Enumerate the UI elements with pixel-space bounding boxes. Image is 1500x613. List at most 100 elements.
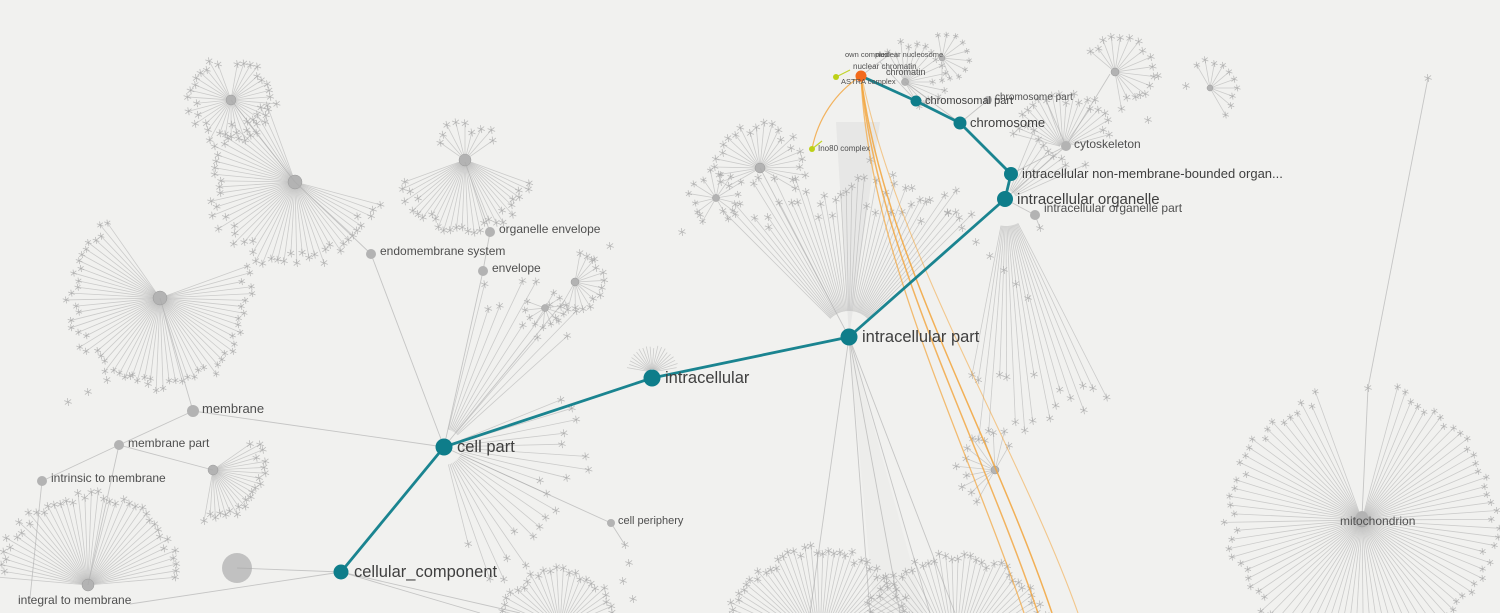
- node-label-cc[interactable]: cellular_component: [354, 563, 498, 581]
- leaf-star: [935, 94, 942, 100]
- graph-node-iop[interactable]: [1030, 210, 1040, 220]
- graph-node-inmbo[interactable]: [1004, 167, 1018, 181]
- fan-spoke: [943, 35, 957, 56]
- leaf-star: [1030, 371, 1038, 378]
- graph-node-chromatin[interactable]: [855, 70, 867, 82]
- fan-spoke: [136, 300, 160, 381]
- cluster-hub-node[interactable]: [1110, 67, 1120, 77]
- graph-node-cc[interactable]: [333, 564, 349, 580]
- fan-spoke: [820, 204, 844, 312]
- graph-node-memp[interactable]: [114, 440, 124, 450]
- fan-spoke: [546, 309, 559, 322]
- fan-spoke: [562, 572, 570, 613]
- fan-spoke: [73, 272, 158, 298]
- leaf-star: [70, 270, 77, 276]
- leaf-star: [1058, 155, 1066, 162]
- node-label-cp[interactable]: cell part: [457, 438, 515, 456]
- fan-spoke: [461, 419, 577, 444]
- cluster-hub-node[interactable]: [712, 194, 720, 202]
- cluster-hub-node[interactable]: [541, 304, 549, 312]
- leaf-star: [246, 441, 254, 447]
- node-label-inmbo[interactable]: intracellular non-membrane-bounded organ…: [1022, 166, 1283, 181]
- fan-spoke: [761, 139, 782, 166]
- graph-node-astra[interactable]: [833, 74, 839, 80]
- fan-spoke: [90, 538, 168, 584]
- fan-spoke: [113, 300, 159, 371]
- graph-node-ic[interactable]: [643, 369, 661, 387]
- fan-spoke: [1228, 520, 1360, 550]
- fan-spoke: [1260, 521, 1361, 612]
- leaf-star: [506, 589, 514, 596]
- node-label-chrom[interactable]: chromosome: [970, 115, 1045, 130]
- tree-edge: [159, 297, 194, 412]
- leaf-star: [139, 504, 146, 511]
- leaf-star: [1269, 419, 1276, 425]
- leaf-star: [222, 512, 229, 518]
- node-label-chrpart[interactable]: chromosomal part: [925, 95, 1013, 107]
- fan-cluster: [935, 31, 973, 84]
- graph-node-orgenv[interactable]: [485, 227, 495, 237]
- graph-node-chrom[interactable]: [953, 116, 967, 130]
- fan-spoke: [547, 304, 567, 308]
- fan-cluster: [726, 541, 913, 613]
- graph-node-chrparts2[interactable]: [984, 96, 992, 104]
- fan-spoke: [830, 551, 853, 613]
- node-label-ic[interactable]: intracellular: [665, 369, 750, 387]
- graph-node-intr[interactable]: [37, 476, 47, 486]
- leaf-star: [75, 309, 82, 315]
- graph-node-cp[interactable]: [435, 438, 453, 456]
- fan-spoke: [160, 300, 195, 378]
- fan-spoke: [523, 587, 548, 613]
- graph-node-endo[interactable]: [366, 249, 376, 259]
- leaf-star: [807, 542, 815, 549]
- fan-spoke: [1010, 225, 1051, 419]
- fan-spoke: [849, 577, 885, 613]
- leaf-star: [692, 200, 699, 206]
- leaf-star: [696, 212, 704, 218]
- leaf-star: [1012, 281, 1020, 287]
- leaf-star: [439, 131, 447, 138]
- leaf-star: [1242, 453, 1249, 459]
- fan-spoke: [1212, 78, 1235, 88]
- graph-node-ino[interactable]: [809, 146, 815, 152]
- leaf-star: [735, 590, 743, 597]
- fan-spoke: [887, 51, 904, 80]
- graph-node-chrpart[interactable]: [910, 95, 922, 107]
- graph-node-mem[interactable]: [187, 405, 199, 417]
- leaf-star: [917, 218, 925, 224]
- leaf-star: [1104, 117, 1112, 124]
- fan-spoke: [89, 523, 155, 584]
- leaf-star: [1231, 485, 1238, 491]
- leaf-star: [1139, 48, 1146, 54]
- leaf-star: [815, 214, 822, 221]
- leaf-star: [866, 157, 874, 163]
- node-label-icp[interactable]: intracellular part: [862, 328, 980, 346]
- cluster-hub-node[interactable]: [1206, 84, 1214, 92]
- cluster-hub-node[interactable]: [938, 54, 946, 62]
- leaf-star: [939, 78, 945, 83]
- highlight-path-edge: [959, 122, 1012, 175]
- leaf-star: [501, 601, 509, 608]
- graph-node-cyto[interactable]: [1061, 141, 1071, 151]
- leaf-star: [972, 239, 980, 245]
- graph-node-mito[interactable]: [1356, 511, 1368, 523]
- graph-node-io[interactable]: [997, 191, 1013, 207]
- fan-spoke: [1234, 487, 1360, 520]
- graph-node-cellper[interactable]: [607, 519, 615, 527]
- fan-spoke: [636, 351, 651, 370]
- leaf-star: [830, 550, 838, 557]
- graph-node-icp[interactable]: [840, 328, 858, 346]
- fan-spoke: [749, 579, 787, 613]
- node-label-io[interactable]: intracellular organelle: [1017, 191, 1160, 208]
- fan-spoke: [217, 64, 231, 98]
- leaf-star: [1414, 403, 1421, 410]
- cluster-hub-node[interactable]: [570, 277, 580, 287]
- fan-spoke: [5, 558, 86, 585]
- leaf-star: [854, 175, 862, 181]
- leaf-star: [724, 135, 732, 142]
- leaf-star: [589, 295, 597, 302]
- fan-spoke: [755, 127, 761, 166]
- graph-node-env[interactable]: [478, 266, 488, 276]
